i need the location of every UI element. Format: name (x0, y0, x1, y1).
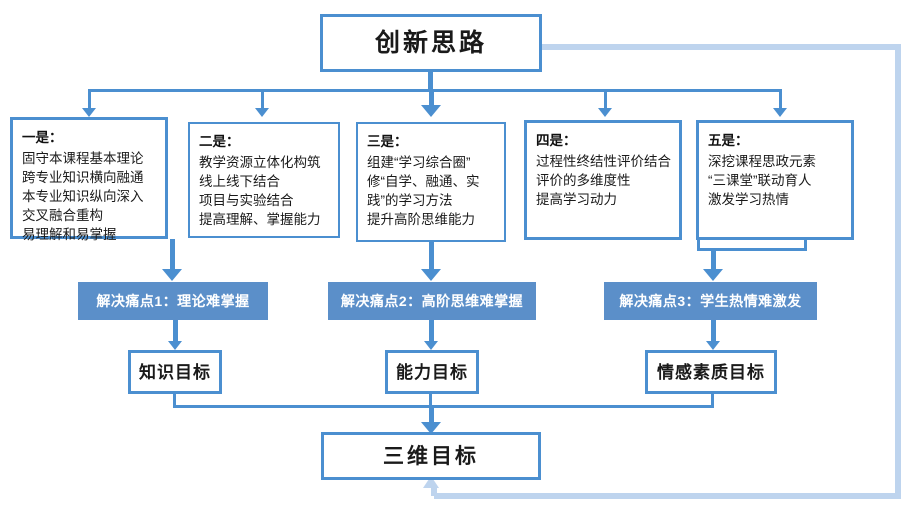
idea-box-5-line-1: 深挖课程思政元素 (708, 153, 816, 169)
distributor-bar (88, 89, 780, 92)
final-box: 三维目标 (321, 432, 541, 480)
goal-stem-2 (429, 320, 434, 344)
final-riser-2 (429, 394, 432, 407)
goal-box-1-label: 知识目标 (139, 362, 211, 382)
final-box-label: 三维目标 (383, 444, 479, 468)
goal-arrow-2 (424, 341, 438, 350)
title-box-label: 创新思路 (374, 28, 487, 57)
idea-box-3-line-2: 修“自学、融通、实 (367, 173, 480, 189)
idea-box-5-line-3: 激发学习热情 (708, 191, 789, 207)
idea-box-2-line-2: 线上线下结合 (199, 173, 280, 189)
drop-arrow-1 (82, 108, 96, 117)
pain-arrow-2 (421, 269, 441, 281)
drop-arrow-3 (421, 105, 441, 117)
goal-box-2-label: 能力目标 (396, 362, 468, 382)
drop-stem-2 (261, 89, 264, 110)
idea-box-3-head: 三是： (367, 134, 408, 149)
pain-arrow-1 (162, 269, 182, 281)
pain-stem-1 (170, 239, 175, 272)
idea-box-2-head: 二是： (199, 134, 240, 149)
final-merge-bar (173, 405, 714, 408)
idea-box-5: 五是： 深挖课程思政元素 “三课堂”联动育人 激发学习热情 (696, 120, 854, 240)
goal-stem-1 (173, 320, 178, 344)
idea-box-4-head: 四是： (536, 133, 577, 148)
drop-stem-4 (604, 89, 607, 110)
idea-box-4-line-3: 提高学习动力 (536, 191, 617, 207)
idea-box-1-head: 一是： (22, 130, 63, 145)
idea-box-4-line-2: 评价的多维度性 (536, 172, 631, 188)
pain-point-bar-2: 解决痛点2：高阶思维难掌握 (328, 282, 536, 320)
pain-merge-bar-3 (697, 248, 807, 251)
drop-stem-5 (779, 89, 782, 110)
goal-stem-3 (711, 320, 716, 344)
idea-box-2-line-1: 教学资源立体化构筑 (199, 154, 321, 170)
idea-box-3-line-4: 提升高阶思维能力 (367, 212, 475, 228)
idea-box-1-line-5: 易理解和易掌握 (22, 227, 117, 243)
goal-box-1: 知识目标 (128, 350, 222, 394)
final-stem (429, 405, 434, 425)
pain-point-bar-3: 解决痛点3：学生热情难激发 (604, 282, 817, 320)
goal-box-3: 情感素质目标 (645, 350, 777, 394)
feedback-loop-bottom-segment (434, 493, 901, 499)
idea-box-4: 四是： 过程性终结性评价结合 评价的多维度性 提高学习动力 (524, 120, 682, 240)
idea-box-1-line-1: 固守本课程基本理论 (22, 150, 144, 166)
idea-box-2: 二是： 教学资源立体化构筑 线上线下结合 项目与实验结合 提高理解、掌握能力 (188, 122, 340, 238)
idea-box-4-line-1: 过程性终结性评价结合 (536, 153, 671, 169)
drop-arrow-5 (773, 108, 787, 117)
idea-box-2-line-4: 提高理解、掌握能力 (199, 212, 321, 228)
pain-point-bar-1: 解决痛点1：理论难掌握 (78, 282, 268, 320)
idea-box-1: 一是： 固守本课程基本理论 跨专业知识横向融通 本专业知识纵向深入 交叉融合重构… (10, 117, 168, 242)
idea-box-5-head: 五是： (708, 133, 749, 148)
title-down-stem (428, 72, 433, 91)
final-arrow (421, 422, 441, 434)
title-box: 创新思路 (320, 14, 542, 72)
pain-arrow-3 (703, 269, 723, 281)
pain-point-bar-1-label: 解决痛点1：理论难掌握 (96, 293, 250, 309)
pain-stem-2 (429, 242, 434, 272)
pain-stem-3 (711, 248, 716, 272)
drop-stem-1 (88, 89, 91, 110)
idea-box-1-line-3: 本专业知识纵向深入 (22, 188, 144, 204)
final-riser-1 (173, 394, 176, 407)
goal-arrow-1 (168, 341, 182, 350)
drop-stem-3 (429, 89, 434, 108)
goal-box-3-label: 情感素质目标 (657, 362, 765, 382)
idea-box-3-line-3: 践”的学习方法 (367, 192, 453, 208)
goal-box-2: 能力目标 (385, 350, 479, 394)
pain-point-bar-3-label: 解决痛点3：学生热情难激发 (619, 293, 802, 309)
drop-arrow-4 (598, 108, 612, 117)
pain-riser-3b (804, 240, 807, 249)
idea-box-1-line-4: 交叉融合重构 (22, 208, 103, 224)
idea-box-1-line-2: 跨专业知识横向融通 (22, 169, 144, 185)
idea-box-2-line-3: 项目与实验结合 (199, 192, 294, 208)
feedback-loop-riser (431, 486, 437, 496)
drop-arrow-2 (255, 108, 269, 117)
pain-riser-3a (697, 240, 700, 249)
goal-arrow-3 (706, 341, 720, 350)
idea-box-5-line-2: “三课堂”联动育人 (708, 172, 812, 188)
idea-box-3: 三是： 组建“学习综合圈” 修“自学、融通、实 践”的学习方法 提升高阶思维能力 (356, 122, 506, 242)
pain-point-bar-2-label: 解决痛点2：高阶思维难掌握 (340, 293, 524, 309)
feedback-loop-right-segment (895, 44, 901, 499)
idea-box-3-line-1: 组建“学习综合圈” (367, 154, 471, 170)
feedback-loop-top-segment (541, 44, 901, 50)
final-riser-3 (711, 394, 714, 407)
